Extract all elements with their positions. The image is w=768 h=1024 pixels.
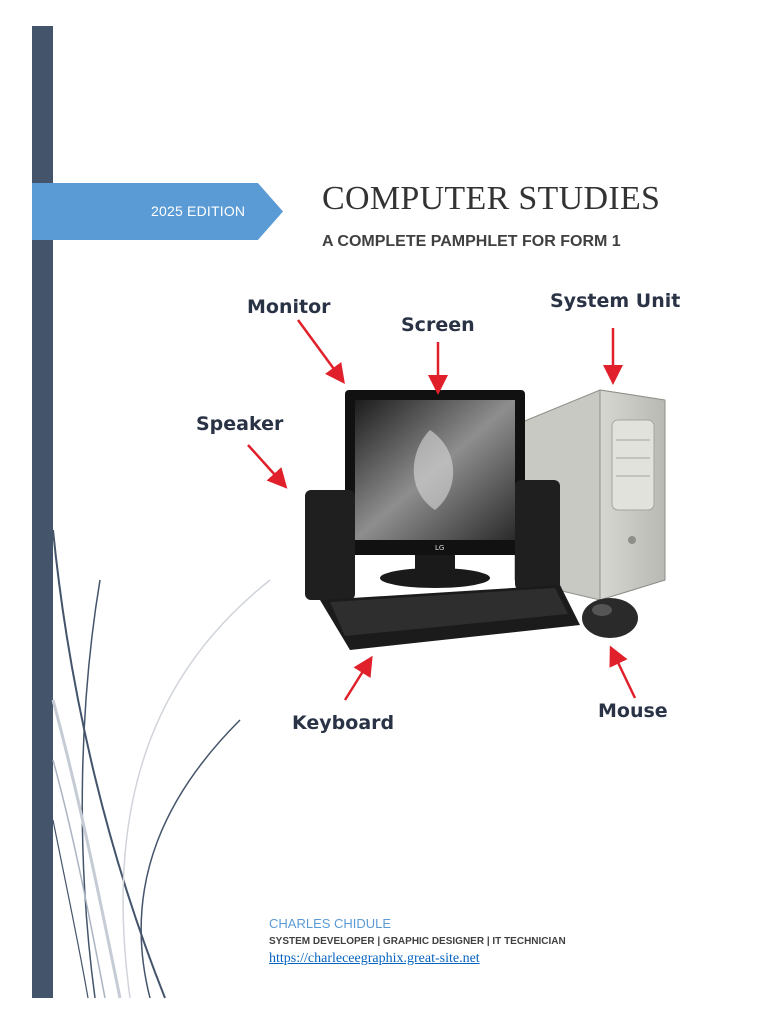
mouse-image <box>582 598 638 638</box>
screen-label: Screen <box>401 314 475 336</box>
monitor-label: Monitor <box>247 296 331 318</box>
system-unit-label: System Unit <box>550 290 681 312</box>
keyboard-label: Keyboard <box>292 712 395 734</box>
author-roles: SYSTEM DEVELOPER | GRAPHIC DESIGNER | IT… <box>269 936 566 947</box>
keyboard-arrow <box>343 655 373 701</box>
side-bar <box>32 26 53 998</box>
edition-banner <box>32 183 283 240</box>
speaker-label: Speaker <box>196 413 284 435</box>
computer-illustration: LG <box>247 319 666 701</box>
cover-subtitle: A COMPLETE PAMPHLET FOR FORM 1 <box>322 233 621 250</box>
author-name: CHARLES CHIDULE <box>269 916 392 931</box>
speaker-arrow <box>247 444 288 489</box>
author-website-link[interactable]: https://charleceegraphix.great-site.net <box>269 951 480 966</box>
monitor-arrow <box>296 319 345 385</box>
mouse-arrow <box>609 645 637 699</box>
keyboard-image <box>320 585 580 650</box>
mouse-label: Mouse <box>598 700 668 722</box>
edition-label: 2025 EDITION <box>151 203 246 219</box>
cover-title: COMPUTER STUDIES <box>322 180 661 217</box>
speakers-image <box>305 480 560 600</box>
monitor-image: LG <box>345 390 525 588</box>
monitor-brand: LG <box>435 544 444 552</box>
